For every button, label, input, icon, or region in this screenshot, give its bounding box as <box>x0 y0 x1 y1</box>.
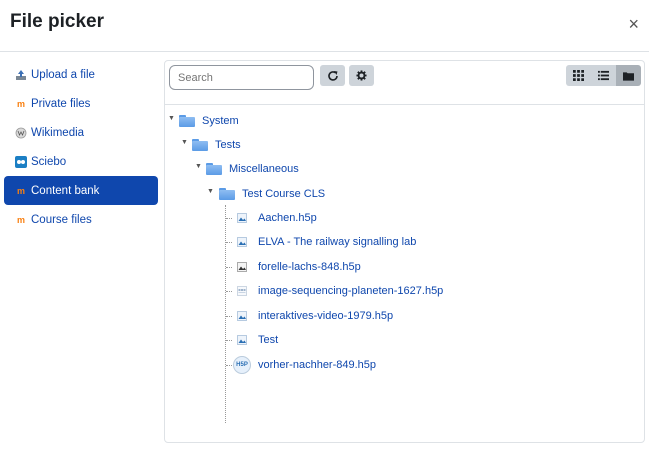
h5p-file-icon <box>237 213 247 223</box>
file-label: image-sequencing-planeten-1627.h5p <box>258 285 444 297</box>
tree-view-button[interactable] <box>616 65 641 86</box>
sidebar-item-label: Upload a file <box>31 68 95 81</box>
tree-connector <box>226 365 232 366</box>
h5p-file-icon <box>237 237 247 247</box>
close-icon[interactable]: × <box>628 14 639 34</box>
tree-file[interactable]: image-sequencing-planeten-1627.h5p <box>237 281 443 301</box>
tree-file[interactable]: interaktives-video-1979.h5p <box>237 306 393 326</box>
tree-connector <box>226 340 232 341</box>
sidebar-item-label: Content bank <box>31 184 100 197</box>
gear-icon <box>356 70 367 81</box>
moodle-icon: m <box>16 185 25 196</box>
h5p-file-icon <box>237 335 247 345</box>
folder-label: Miscellaneous <box>229 163 299 175</box>
file-label: ELVA - The railway signalling lab <box>258 236 417 248</box>
moodle-icon: m <box>16 214 25 225</box>
sidebar-item-sciebo[interactable]: Sciebo <box>4 147 158 176</box>
image-file-icon <box>237 262 247 272</box>
file-toolbar <box>165 61 644 105</box>
sidebar-item-label: Course files <box>31 213 92 226</box>
tree-folder-tests[interactable]: Tests <box>192 135 241 155</box>
caret-down-icon: ▼ <box>168 115 175 122</box>
tree-connector <box>226 316 232 317</box>
wikimedia-icon <box>15 127 27 139</box>
repository-sidebar: Upload a file m Private files Wikimedia … <box>4 60 158 234</box>
upload-icon <box>15 69 27 81</box>
folder-label: System <box>202 115 239 127</box>
file-label: interaktives-video-1979.h5p <box>258 310 394 322</box>
sidebar-item-private-files[interactable]: m Private files <box>4 89 158 118</box>
dialog-header: File picker × <box>0 0 649 52</box>
tree-connector <box>226 267 232 268</box>
sidebar-item-upload[interactable]: Upload a file <box>4 60 158 89</box>
grid-view-button[interactable] <box>566 65 591 86</box>
folder-icon <box>219 188 235 200</box>
tree-connector <box>226 242 232 243</box>
list-view-icon <box>598 70 609 81</box>
tree-connector <box>225 205 226 423</box>
folder-icon <box>206 163 222 175</box>
folder-label: Test Course CLS <box>242 188 326 200</box>
tree-connector <box>226 291 232 292</box>
sidebar-item-wikimedia[interactable]: Wikimedia <box>4 118 158 147</box>
h5p-logo-icon: H5P <box>233 356 251 374</box>
folder-tree-icon <box>623 71 634 81</box>
tree-file[interactable]: Test <box>237 330 278 350</box>
tree-file[interactable]: ELVA - The railway signalling lab <box>237 232 416 252</box>
caret-down-icon: ▼ <box>195 163 202 170</box>
file-browser-panel: ▼ System ▼ Tests ▼ Miscellaneous ▼ Test … <box>164 60 645 443</box>
refresh-icon <box>327 70 338 81</box>
sidebar-item-content-bank[interactable]: m Content bank <box>4 176 158 205</box>
tree-file[interactable]: Aachen.h5p <box>237 208 317 228</box>
tree-connector <box>226 218 232 219</box>
tree-file[interactable]: H5P vorher-nachher-849.h5p <box>233 355 376 375</box>
dialog-title: File picker <box>10 11 104 32</box>
caret-down-icon: ▼ <box>207 188 214 195</box>
view-mode-group <box>566 65 641 86</box>
folder-icon <box>179 115 195 127</box>
sequence-file-icon <box>237 286 247 296</box>
file-label: Test <box>258 334 279 346</box>
file-label: forelle-lachs-848.h5p <box>258 261 361 273</box>
moodle-icon: m <box>16 98 25 109</box>
tree-file[interactable]: forelle-lachs-848.h5p <box>237 257 361 277</box>
sidebar-item-label: Private files <box>31 97 91 110</box>
tree-folder-test-course-cls[interactable]: Test Course CLS <box>219 184 325 204</box>
folder-icon <box>192 139 208 151</box>
refresh-button[interactable] <box>320 65 345 86</box>
h5p-file-icon <box>237 311 247 321</box>
file-label: Aachen.h5p <box>258 212 317 224</box>
tree-folder-miscellaneous[interactable]: Miscellaneous <box>206 159 299 179</box>
sciebo-icon <box>15 155 27 168</box>
file-label: vorher-nachher-849.h5p <box>258 359 377 371</box>
list-view-button[interactable] <box>591 65 616 86</box>
search-input[interactable] <box>169 65 314 90</box>
tree-folder-system[interactable]: System <box>179 111 239 131</box>
settings-button[interactable] <box>349 65 374 86</box>
sidebar-item-course-files[interactable]: m Course files <box>4 205 158 234</box>
sidebar-item-label: Sciebo <box>31 155 67 168</box>
caret-down-icon: ▼ <box>181 139 188 146</box>
grid-view-icon <box>573 70 584 81</box>
folder-label: Tests <box>215 139 241 151</box>
sidebar-item-label: Wikimedia <box>31 126 85 139</box>
